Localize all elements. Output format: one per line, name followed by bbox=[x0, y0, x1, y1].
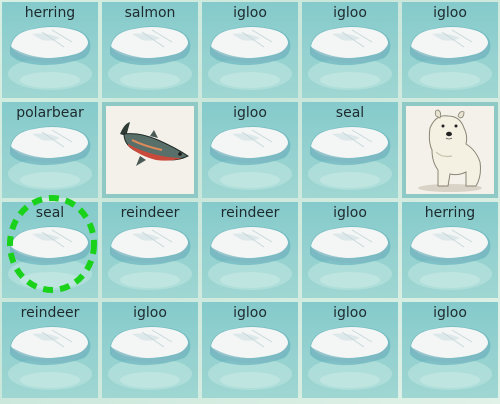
ice-floe-icon bbox=[208, 26, 292, 90]
ice-floe-icon bbox=[8, 26, 92, 90]
revealed-card[interactable] bbox=[402, 102, 498, 198]
revealed-card[interactable] bbox=[102, 102, 198, 198]
hidden-card[interactable]: reindeer bbox=[202, 202, 298, 298]
card-label: reindeer bbox=[120, 205, 180, 221]
hidden-card[interactable]: igloo bbox=[402, 2, 498, 98]
card-label: reindeer bbox=[20, 305, 80, 321]
ice-floe-icon bbox=[108, 26, 192, 90]
hidden-card[interactable]: igloo bbox=[202, 302, 298, 398]
ice-floe-icon bbox=[308, 26, 392, 90]
ice-floe-icon bbox=[208, 226, 292, 290]
ice-floe-icon bbox=[8, 326, 92, 390]
card-label: igloo bbox=[233, 5, 267, 21]
card-picture bbox=[406, 106, 494, 194]
ice-floe-icon bbox=[208, 326, 292, 390]
ice-floe-icon bbox=[208, 126, 292, 190]
card-label: seal bbox=[335, 105, 365, 121]
hidden-card[interactable]: seal bbox=[2, 202, 98, 298]
hidden-card[interactable]: igloo bbox=[202, 2, 298, 98]
hidden-card[interactable]: herring bbox=[402, 202, 498, 298]
ice-floe-icon bbox=[308, 326, 392, 390]
hidden-card[interactable]: igloo bbox=[302, 2, 398, 98]
card-label: herring bbox=[24, 5, 76, 21]
polar-bear-icon bbox=[418, 109, 482, 192]
ice-floe-icon bbox=[408, 26, 492, 90]
hidden-card[interactable]: reindeer bbox=[102, 202, 198, 298]
ice-floe-icon bbox=[408, 226, 492, 290]
ice-floe-icon bbox=[108, 226, 192, 290]
hidden-card[interactable]: salmon bbox=[102, 2, 198, 98]
ice-floe-icon bbox=[408, 326, 492, 390]
hidden-card[interactable]: igloo bbox=[102, 302, 198, 398]
card-label: polarbear bbox=[16, 105, 84, 121]
hidden-card[interactable]: reindeer bbox=[2, 302, 98, 398]
card-label: igloo bbox=[333, 5, 367, 21]
hidden-card[interactable]: igloo bbox=[302, 202, 398, 298]
ice-floe-icon bbox=[308, 126, 392, 190]
card-label: salmon bbox=[124, 5, 176, 21]
salmon-fish-icon bbox=[120, 122, 189, 166]
hidden-card[interactable]: igloo bbox=[402, 302, 498, 398]
ice-floe-icon bbox=[108, 326, 192, 390]
card-label: igloo bbox=[333, 305, 367, 321]
card-label: igloo bbox=[233, 305, 267, 321]
hidden-card[interactable]: igloo bbox=[202, 102, 298, 198]
card-label: igloo bbox=[433, 305, 467, 321]
hidden-card[interactable]: igloo bbox=[302, 302, 398, 398]
ice-floe-icon bbox=[308, 226, 392, 290]
hidden-card[interactable]: herring bbox=[2, 2, 98, 98]
ice-floe-icon bbox=[8, 126, 92, 190]
card-label: igloo bbox=[433, 5, 467, 21]
hidden-card[interactable]: seal bbox=[302, 102, 398, 198]
card-label: igloo bbox=[233, 105, 267, 121]
card-label: seal bbox=[35, 205, 65, 221]
card-picture bbox=[106, 106, 194, 194]
card-label: herring bbox=[424, 205, 476, 221]
hidden-card[interactable]: polarbear bbox=[2, 102, 98, 198]
card-label: igloo bbox=[133, 305, 167, 321]
card-label: reindeer bbox=[220, 205, 280, 221]
card-label: igloo bbox=[333, 205, 367, 221]
